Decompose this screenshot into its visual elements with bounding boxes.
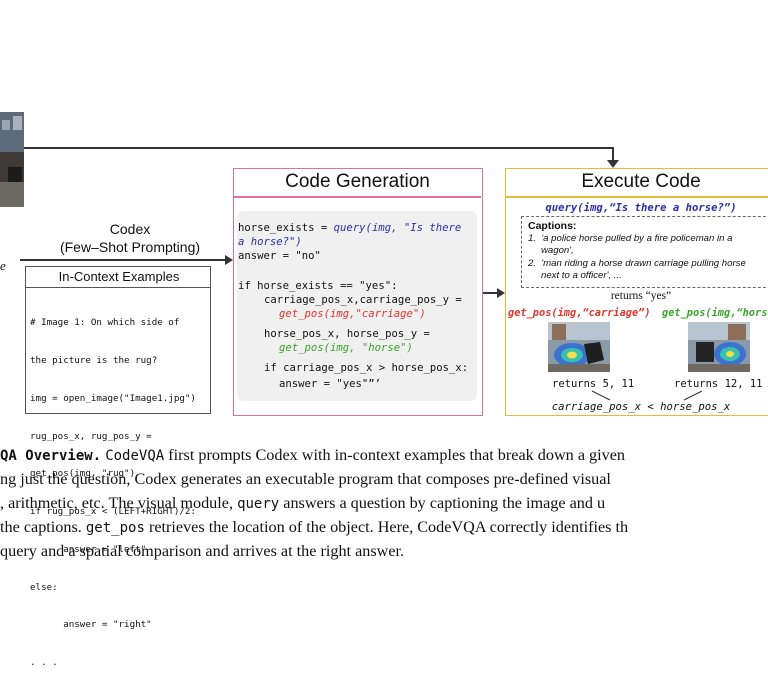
code-line: answer = "yes"”’ bbox=[279, 378, 382, 390]
code-line: if horse_exists == "yes": bbox=[238, 280, 398, 292]
get-pos-carriage: get_pos(img,“carriage”) bbox=[508, 307, 651, 319]
caption-line-3: , arithmetic, etc. The visual module, qu… bbox=[0, 494, 606, 512]
arrowhead-down bbox=[607, 160, 619, 168]
image-to-execute-arrow-down bbox=[612, 147, 614, 161]
caption-item: wagon', bbox=[541, 245, 574, 256]
divider bbox=[234, 196, 481, 198]
execute-code-box: Execute Code query(img,“Is there a horse… bbox=[505, 168, 768, 416]
code-line: answer = "no" bbox=[238, 250, 321, 262]
code-line: if carriage_pos_x > horse_pos_x: bbox=[264, 362, 469, 374]
position-comparison: carriage_pos_x < horse_pos_x bbox=[551, 401, 731, 413]
caption-item: 1. 'a police horse pulled by a fire poli… bbox=[528, 233, 733, 244]
code-line: horse_exists = query(img, "Is there bbox=[238, 222, 462, 234]
horse-heatmap-image bbox=[688, 322, 750, 372]
input-image-photo bbox=[0, 112, 24, 207]
code-generation-title: Code Generation bbox=[285, 171, 430, 192]
left-fragment: e bbox=[0, 258, 6, 273]
returns-horse-pos: returns 12, 11 bbox=[674, 378, 763, 390]
in-context-examples-box: In-Context Examples # Image 1: On which … bbox=[25, 266, 211, 668]
return-arrows bbox=[591, 390, 703, 401]
codex-arrow bbox=[20, 259, 226, 261]
query-call: query(img,“Is there a horse?”) bbox=[545, 202, 737, 214]
divider bbox=[26, 287, 210, 288]
returns-yes: returns “yes” bbox=[610, 290, 672, 302]
in-context-title: In-Context Examples bbox=[58, 269, 180, 284]
codex-label: Codex (Few–Shot Prompting) bbox=[59, 221, 201, 255]
caption-line-1: QA Overview. CodeVQA first prompts Codex… bbox=[0, 446, 626, 464]
arrowhead-right-2 bbox=[497, 288, 505, 298]
code-generation-box: Code Generation horse_exists = query(img… bbox=[233, 168, 483, 416]
returns-carriage-pos: returns 5, 11 bbox=[552, 378, 635, 390]
arrowhead-right bbox=[225, 255, 233, 265]
gen-to-exec-arrow bbox=[483, 292, 499, 294]
image-to-execute-arrow bbox=[24, 147, 613, 149]
caption-line-5: query and a spatial comparison and arriv… bbox=[0, 542, 405, 560]
generated-code-panel: horse_exists = query(img, "Is there a ho… bbox=[237, 211, 477, 401]
caption-line-4: the captions. get_pos retrieves the loca… bbox=[0, 518, 629, 536]
caption-line-2: ng just the question, Codex generates an… bbox=[0, 470, 611, 488]
caption-item: 2. 'man riding a horse drawn carriage pu… bbox=[528, 258, 746, 269]
code-line: a horse?") bbox=[238, 236, 302, 248]
captions-box: Captions: 1. 'a police horse pulled by a… bbox=[521, 216, 768, 288]
execute-code-title: Execute Code bbox=[581, 171, 701, 192]
code-line: horse_pos_x, horse_pos_y = bbox=[264, 328, 430, 340]
get-pos-horse: get_pos(img,“horse bbox=[662, 307, 768, 319]
divider bbox=[506, 196, 768, 198]
code-line: get_pos(img,"carriage") bbox=[279, 308, 426, 320]
carriage-heatmap-image bbox=[548, 322, 610, 372]
code-line: carriage_pos_x,carriage_pos_y = bbox=[264, 294, 462, 306]
code-line: get_pos(img, "horse") bbox=[279, 342, 413, 354]
caption-item: next to a officer', ... bbox=[541, 270, 622, 281]
captions-title: Captions: bbox=[528, 220, 577, 232]
